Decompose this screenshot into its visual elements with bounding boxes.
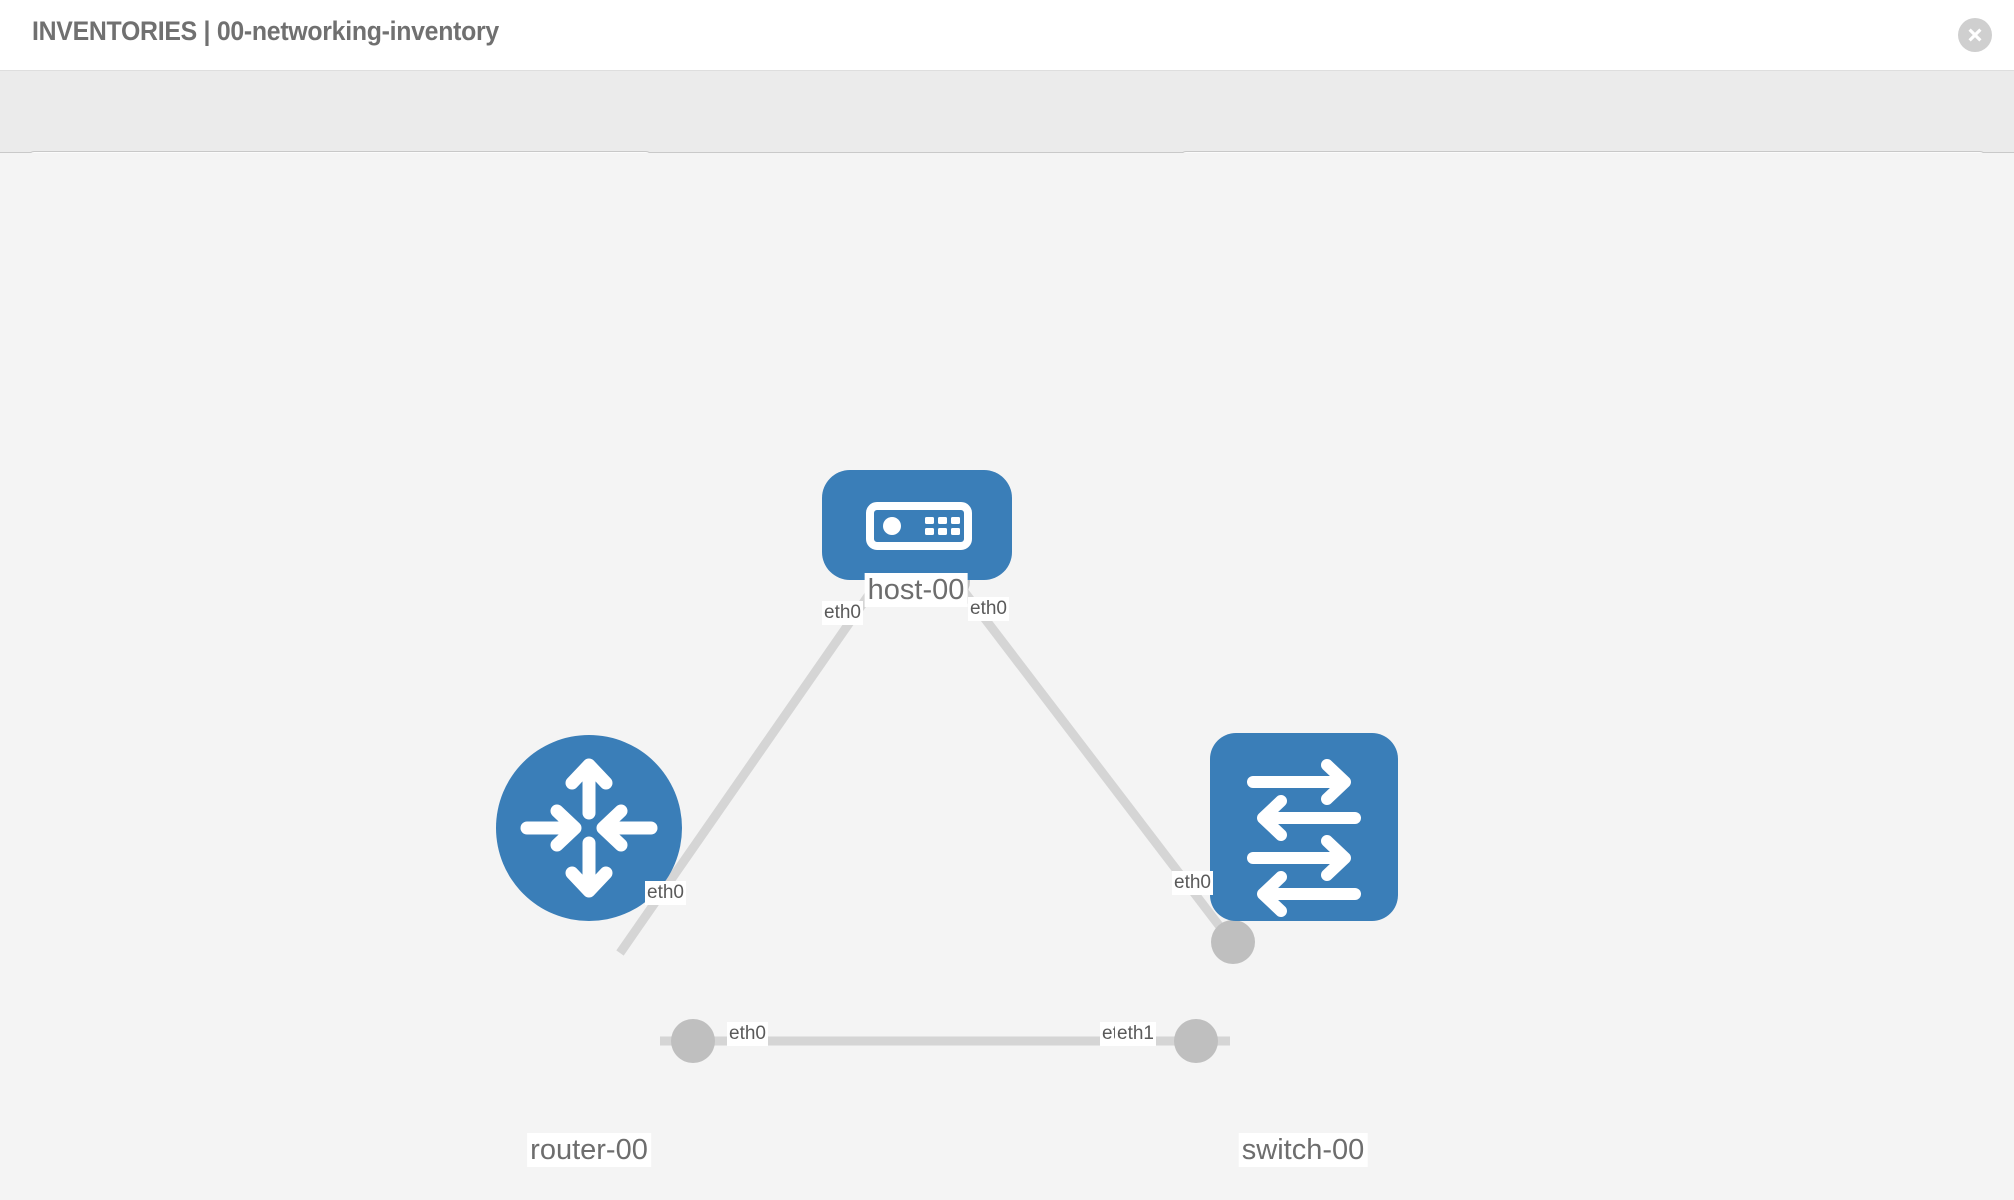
- iface-label-switch-eth0-uplink: eth0: [1172, 871, 1213, 895]
- link-host-switch: [946, 570, 1244, 956]
- node-switch-00: [1210, 733, 1398, 921]
- topology-graph: [496, 470, 1398, 1063]
- close-icon[interactable]: [1958, 18, 1992, 52]
- node-host-00: [822, 470, 1012, 580]
- iface-label-router-eth0-uplink: eth0: [645, 881, 686, 905]
- node-label-host[interactable]: host-00: [864, 573, 968, 607]
- switch-icon: [1247, 759, 1361, 917]
- node-label-switch[interactable]: switch-00: [1238, 1133, 1368, 1167]
- toolbar: ACTIONS SEARCH: [0, 70, 2014, 198]
- iface-label-switch-eth1: eth1: [1115, 1022, 1156, 1046]
- node-label-router[interactable]: router-00: [527, 1133, 651, 1167]
- iface-label-router-eth0: eth0: [727, 1022, 768, 1046]
- iface-label-host-eth0-left: eth0: [822, 601, 863, 625]
- endpoint-switch-top: [1211, 920, 1255, 964]
- endpoint-router-right: [671, 1019, 715, 1063]
- router-icon: [520, 758, 658, 898]
- iface-label-host-eth0-right: eth0: [968, 597, 1009, 621]
- node-router-00: [496, 735, 682, 921]
- page-header: INVENTORIES | 00-networking-inventory: [0, 0, 2014, 70]
- server-icon: [866, 502, 972, 550]
- topology-canvas[interactable]: host-00 router-00 switch-00 eth0 eth0 et…: [0, 153, 2014, 1200]
- endpoint-switch-left: [1174, 1019, 1218, 1063]
- page-title: INVENTORIES | 00-networking-inventory: [32, 16, 499, 46]
- topology-endpoints: [671, 559, 1255, 1063]
- topology-links: [616, 570, 1244, 1046]
